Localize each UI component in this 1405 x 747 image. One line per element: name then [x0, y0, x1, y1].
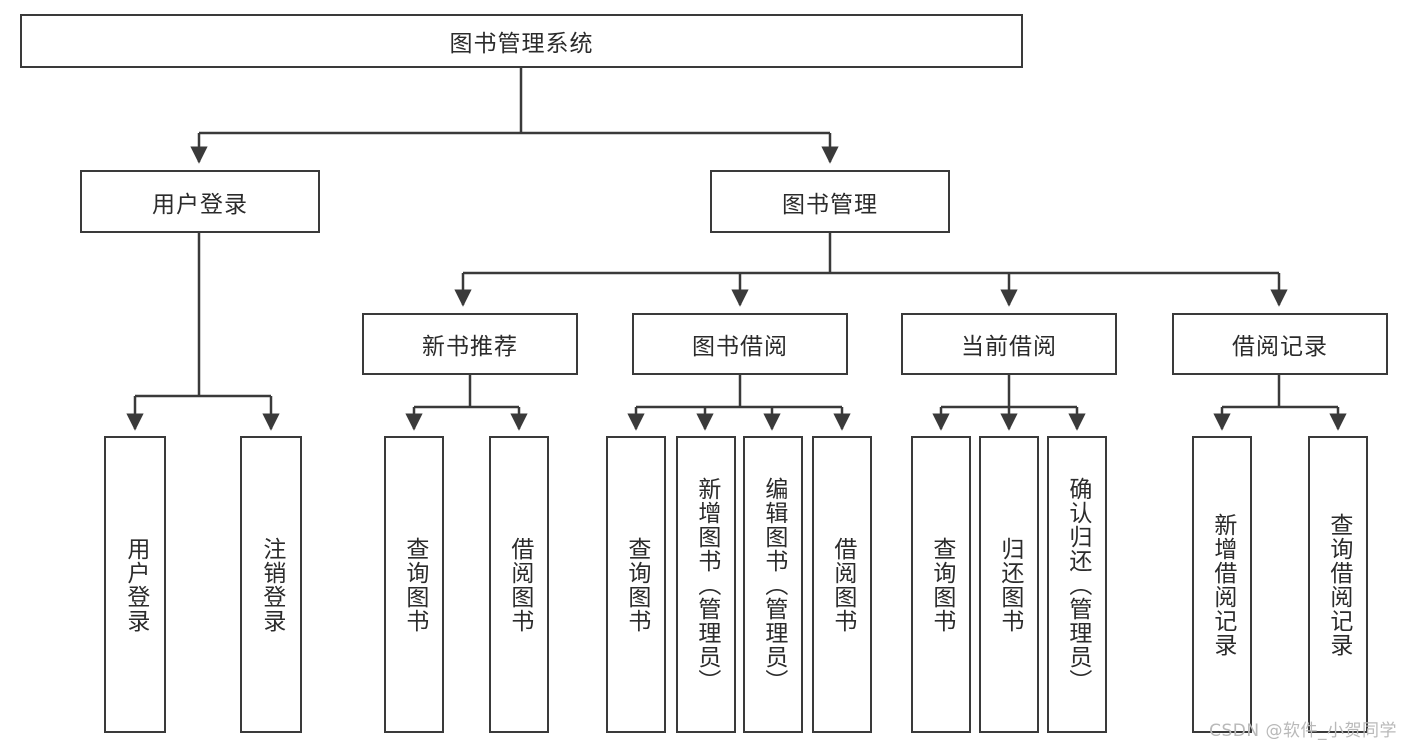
node-leaf-add-borrow-record-label: 新增借阅记录 [1209, 512, 1236, 657]
node-leaf-query-book-2-label: 查询图书 [623, 536, 650, 633]
node-borrow-record[interactable]: 借阅记录 [1172, 313, 1388, 375]
node-current-borrow[interactable]: 当前借阅 [901, 313, 1117, 375]
node-book-borrow-label: 图书借阅 [692, 334, 788, 360]
node-book-management-label: 图书管理 [782, 191, 878, 218]
node-leaf-user-login[interactable]: 用户登录 [104, 436, 166, 733]
node-book-borrow[interactable]: 图书借阅 [632, 313, 848, 375]
node-leaf-borrow-book-1[interactable]: 借阅图书 [489, 436, 549, 733]
node-leaf-query-book-3[interactable]: 查询图书 [911, 436, 971, 733]
node-leaf-borrow-book-1-label: 借阅图书 [506, 536, 533, 633]
node-leaf-confirm-return-admin[interactable]: 确认归还（管理员） [1047, 436, 1107, 733]
node-leaf-query-book-3-label: 查询图书 [928, 536, 955, 633]
node-borrow-record-label: 借阅记录 [1232, 334, 1328, 360]
node-new-book-recommend-label: 新书推荐 [422, 334, 518, 360]
node-leaf-return-book[interactable]: 归还图书 [979, 436, 1039, 733]
node-leaf-query-book-1[interactable]: 查询图书 [384, 436, 444, 733]
node-new-book-recommend[interactable]: 新书推荐 [362, 313, 578, 375]
node-current-borrow-label: 当前借阅 [961, 334, 1057, 360]
node-leaf-return-book-label: 归还图书 [996, 536, 1023, 633]
node-leaf-borrow-book-2[interactable]: 借阅图书 [812, 436, 872, 733]
node-leaf-user-login-label: 用户登录 [122, 536, 149, 633]
node-leaf-edit-book-admin[interactable]: 编辑图书（管理员） [743, 436, 803, 733]
node-leaf-add-borrow-record[interactable]: 新增借阅记录 [1192, 436, 1252, 733]
node-root[interactable]: 图书管理系统 [20, 14, 1023, 68]
node-book-management[interactable]: 图书管理 [710, 170, 950, 233]
node-leaf-query-borrow-record-label: 查询借阅记录 [1325, 512, 1352, 657]
node-leaf-add-book-admin-label: 新增图书（管理员） [693, 476, 720, 693]
node-user-login-label: 用户登录 [152, 191, 248, 218]
node-leaf-logout[interactable]: 注销登录 [240, 436, 302, 733]
node-leaf-query-book-2[interactable]: 查询图书 [606, 436, 666, 733]
node-leaf-query-book-1-label: 查询图书 [401, 536, 428, 633]
node-leaf-logout-label: 注销登录 [258, 536, 285, 633]
node-root-label: 图书管理系统 [449, 31, 594, 57]
node-leaf-confirm-return-admin-label: 确认归还（管理员） [1064, 476, 1091, 693]
node-leaf-query-borrow-record[interactable]: 查询借阅记录 [1308, 436, 1368, 733]
node-leaf-borrow-book-2-label: 借阅图书 [829, 536, 856, 633]
node-user-login[interactable]: 用户登录 [80, 170, 320, 233]
watermark: CSDN @软件_小贺同学 [1209, 721, 1397, 741]
node-leaf-add-book-admin[interactable]: 新增图书（管理员） [676, 436, 736, 733]
node-leaf-edit-book-admin-label: 编辑图书（管理员） [760, 476, 787, 693]
